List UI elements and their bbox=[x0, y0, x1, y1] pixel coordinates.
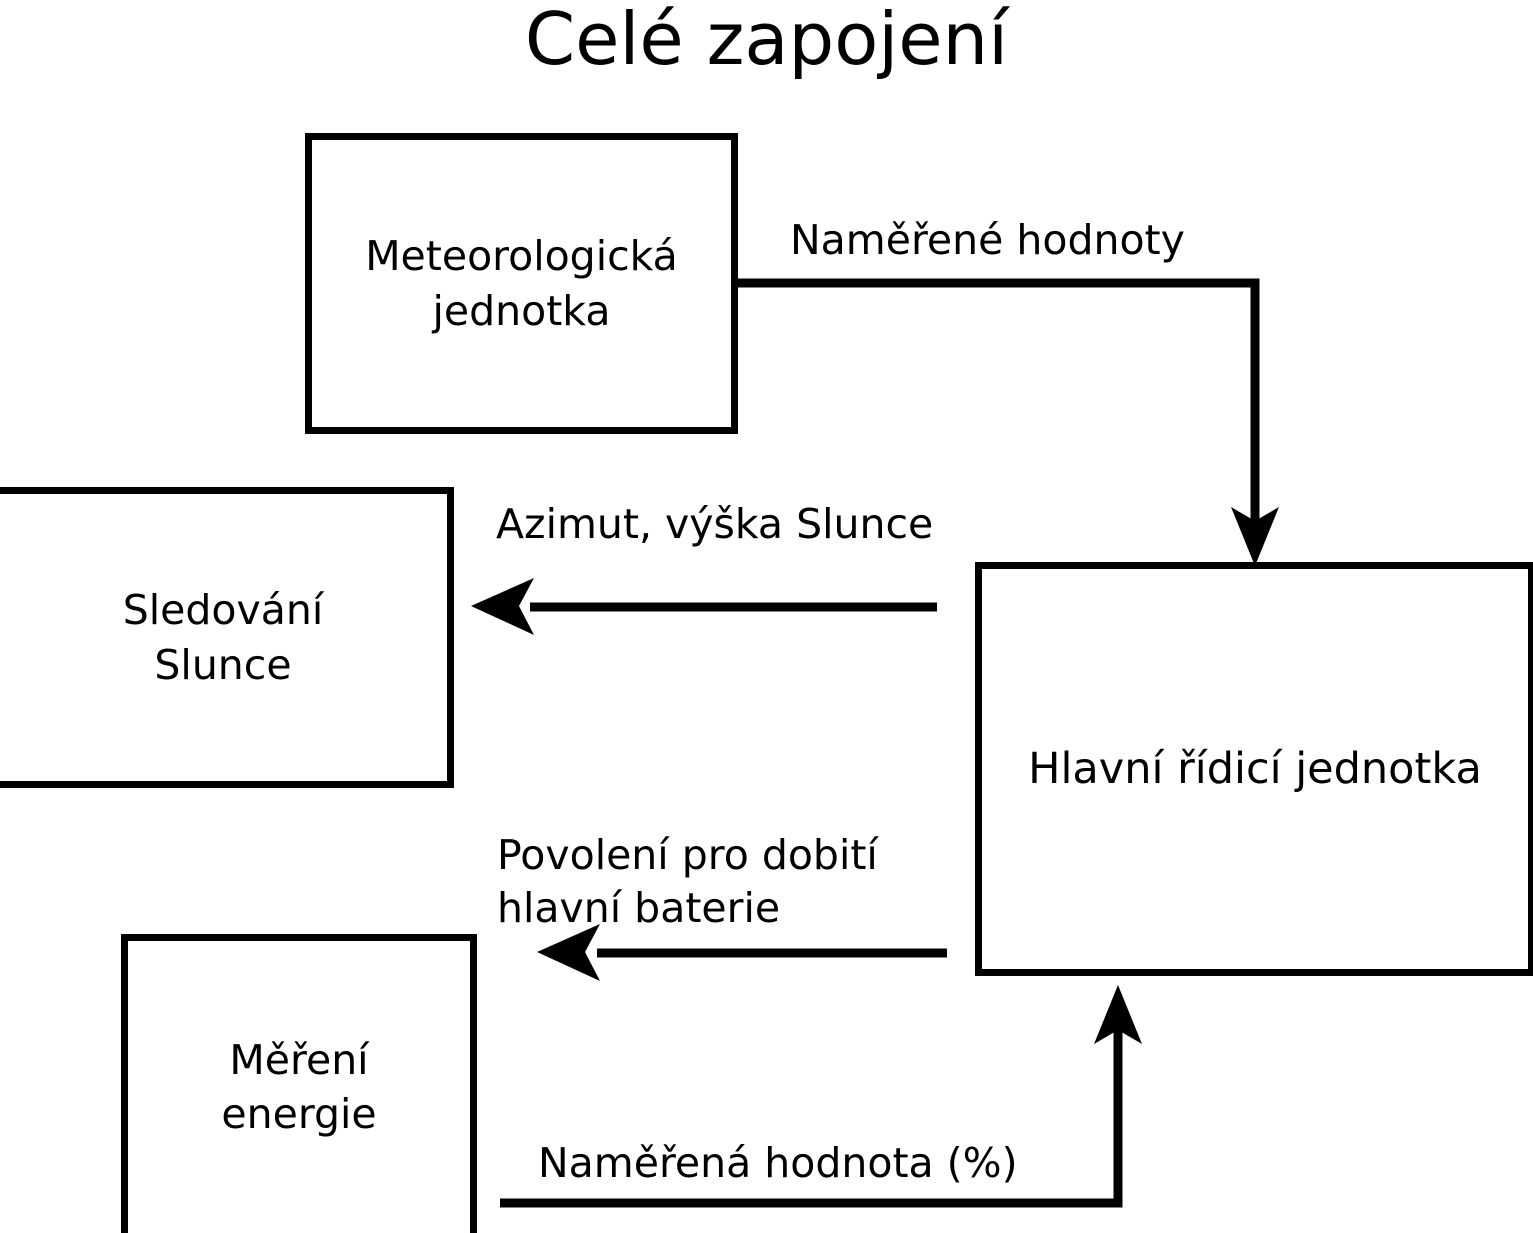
node-sledovani-slunce[interactable]: Sledování Slunce bbox=[0, 487, 454, 788]
edge-label-measured-percent: Naměřená hodnota (%) bbox=[538, 1139, 1018, 1187]
connector-measured-values-line bbox=[738, 278, 1260, 525]
connector-azimuth bbox=[471, 578, 937, 635]
node-label: Měření energie bbox=[221, 1035, 377, 1138]
node-meteorologicka-jednotka[interactable]: Meteorologická jednotka bbox=[305, 133, 738, 434]
node-label: Meteorologická jednotka bbox=[365, 232, 678, 335]
node-label: Sledování Slunce bbox=[122, 586, 324, 689]
edge-label-azimuth: Azimut, výška Slunce bbox=[496, 500, 934, 548]
node-mereni-energie[interactable]: Měření energie bbox=[121, 934, 477, 1233]
edge-label-measured-values: Naměřené hodnoty bbox=[790, 216, 1185, 264]
page-title: Celé zapojení bbox=[524, 0, 1009, 81]
connector-azimuth-arrowhead bbox=[471, 578, 534, 635]
connector-measured-percent-arrowhead bbox=[1094, 985, 1142, 1044]
edge-label-permission: Povolení pro dobití hlavní baterie bbox=[497, 831, 878, 933]
connector-measured-values-arrowhead bbox=[1231, 507, 1279, 566]
node-label: Hlavní řídicí jednotka bbox=[1028, 743, 1482, 794]
node-hlavni-ridici-jednotka[interactable]: Hlavní řídicí jednotka bbox=[975, 562, 1533, 976]
